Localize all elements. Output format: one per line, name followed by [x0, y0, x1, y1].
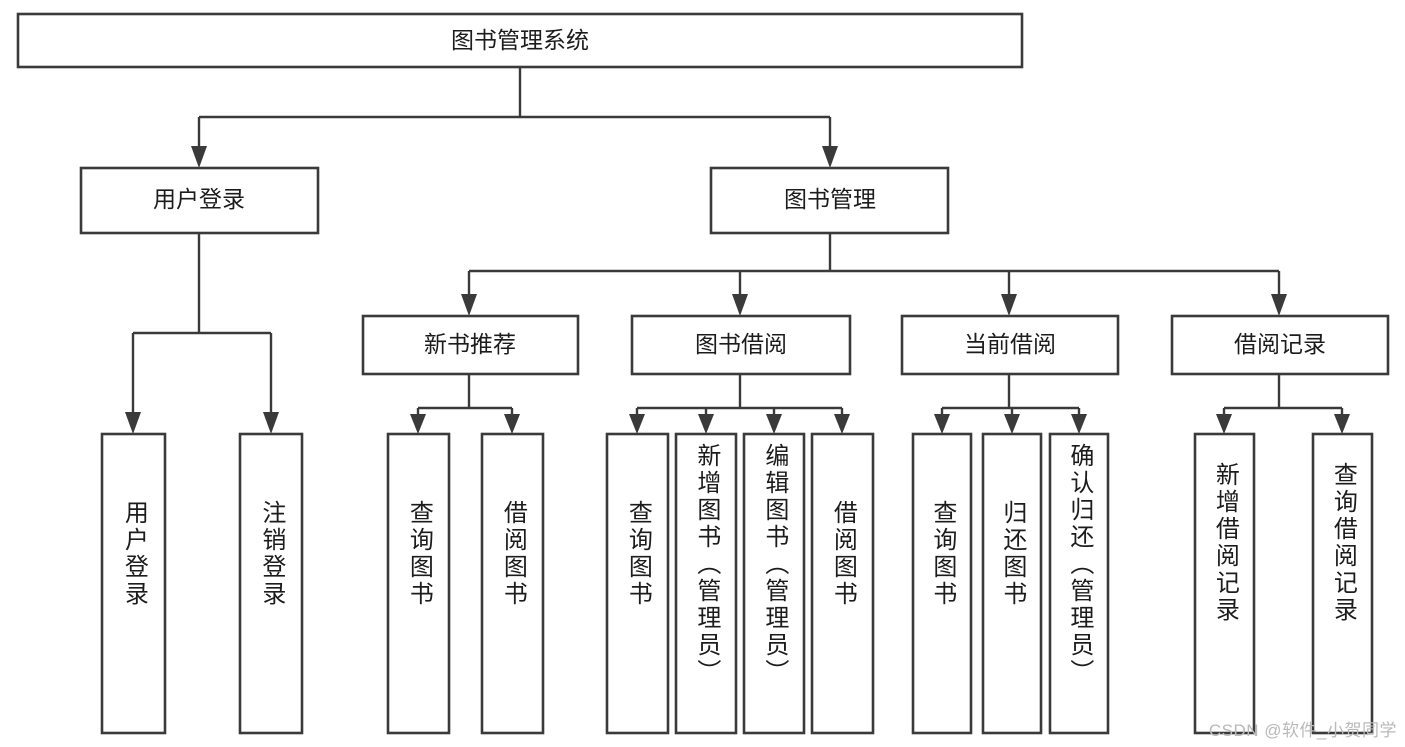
leaf-box-add-borrow-record[interactable] [1193, 432, 1256, 735]
node-user-login-box[interactable] [79, 166, 320, 235]
leaf-box-user-login[interactable] [100, 432, 167, 735]
leaf-box-query-book-2[interactable] [605, 432, 670, 735]
leaf-box-return-book[interactable] [981, 432, 1043, 735]
node-user-login-label: 用户登录 [153, 186, 245, 212]
node-book-management-label: 图书管理 [784, 186, 876, 212]
node-borrow-records[interactable]: 借阅记录 [1170, 314, 1390, 376]
node-new-book-recommend-box[interactable] [361, 314, 580, 376]
arrow-borrow-to-leaf2 [698, 414, 714, 434]
arrow-current-to-leaf3 [1071, 414, 1087, 434]
node-current-borrow-box[interactable] [900, 314, 1120, 376]
node-borrow-records-label: 借阅记录 [1234, 331, 1326, 357]
arrow-bookmgmt-to-current [1001, 294, 1017, 316]
arrow-borrow-to-leaf1 [629, 414, 645, 434]
node-current-borrow[interactable]: 当前借阅 [900, 314, 1120, 376]
node-book-borrow-label: 图书借阅 [695, 331, 787, 357]
node-book-borrow[interactable]: 图书借阅 [630, 314, 852, 376]
edge-group-root [191, 67, 838, 168]
arrow-bookmgmt-to-newbook [461, 294, 477, 316]
node-borrow-records-box[interactable] [1170, 314, 1390, 376]
leaf-box-borrow-book-2[interactable] [810, 432, 875, 735]
arrow-root-to-book-mgmt [822, 146, 838, 168]
leaf-box-query-book-1[interactable] [386, 432, 451, 735]
leaf-box-confirm-return-admin[interactable] [1048, 432, 1110, 735]
node-root-system-label: 图书管理系统 [451, 27, 589, 53]
edge-group-borrow-records [1216, 374, 1350, 434]
node-root-system-box[interactable] [16, 12, 1024, 69]
edge-group-book-borrow [629, 374, 850, 434]
edge-group-user-login [125, 233, 279, 434]
node-new-book-recommend[interactable]: 新书推荐 [361, 314, 580, 376]
node-book-management-box[interactable] [709, 166, 950, 235]
arrow-newbook-to-leaf2 [504, 414, 520, 434]
arrow-bookmgmt-to-records [1271, 294, 1287, 316]
arrow-records-to-leaf1 [1216, 414, 1232, 434]
node-user-login[interactable]: 用户登录 [79, 166, 320, 235]
arrow-current-to-leaf2 [1004, 414, 1020, 434]
node-root-system[interactable]: 图书管理系统 [16, 12, 1024, 69]
node-book-borrow-box[interactable] [630, 314, 852, 376]
leaf-box-logout[interactable] [238, 432, 304, 735]
arrow-root-to-user-login [191, 146, 207, 168]
leaf-box-add-book-admin[interactable] [674, 432, 738, 735]
edge-group-new-book [410, 374, 520, 434]
arrow-records-to-leaf2 [1334, 414, 1350, 434]
arrow-userlogin-to-leaf2 [263, 412, 279, 434]
leaf-box-query-borrow-record[interactable] [1311, 432, 1374, 735]
arrow-userlogin-to-leaf1 [125, 412, 141, 434]
arrow-current-to-leaf1 [934, 414, 950, 434]
edge-group-current-borrow [934, 374, 1087, 434]
arrow-bookmgmt-to-borrow [732, 294, 748, 316]
leaf-box-query-book-3[interactable] [911, 432, 973, 735]
leaf-boxes-group [100, 432, 1374, 735]
csdn-watermark: CSDN @软件_小贺同学 [1208, 721, 1397, 740]
leaf-box-edit-book-admin[interactable] [742, 432, 806, 735]
edge-group-book-mgmt [461, 233, 1287, 316]
node-current-borrow-label: 当前借阅 [964, 331, 1056, 357]
node-book-management[interactable]: 图书管理 [709, 166, 950, 235]
leaf-box-borrow-book-1[interactable] [480, 432, 545, 735]
arrow-borrow-to-leaf4 [834, 414, 850, 434]
arrow-newbook-to-leaf1 [410, 414, 426, 434]
arrow-borrow-to-leaf3 [766, 414, 782, 434]
node-new-book-recommend-label: 新书推荐 [424, 331, 516, 357]
